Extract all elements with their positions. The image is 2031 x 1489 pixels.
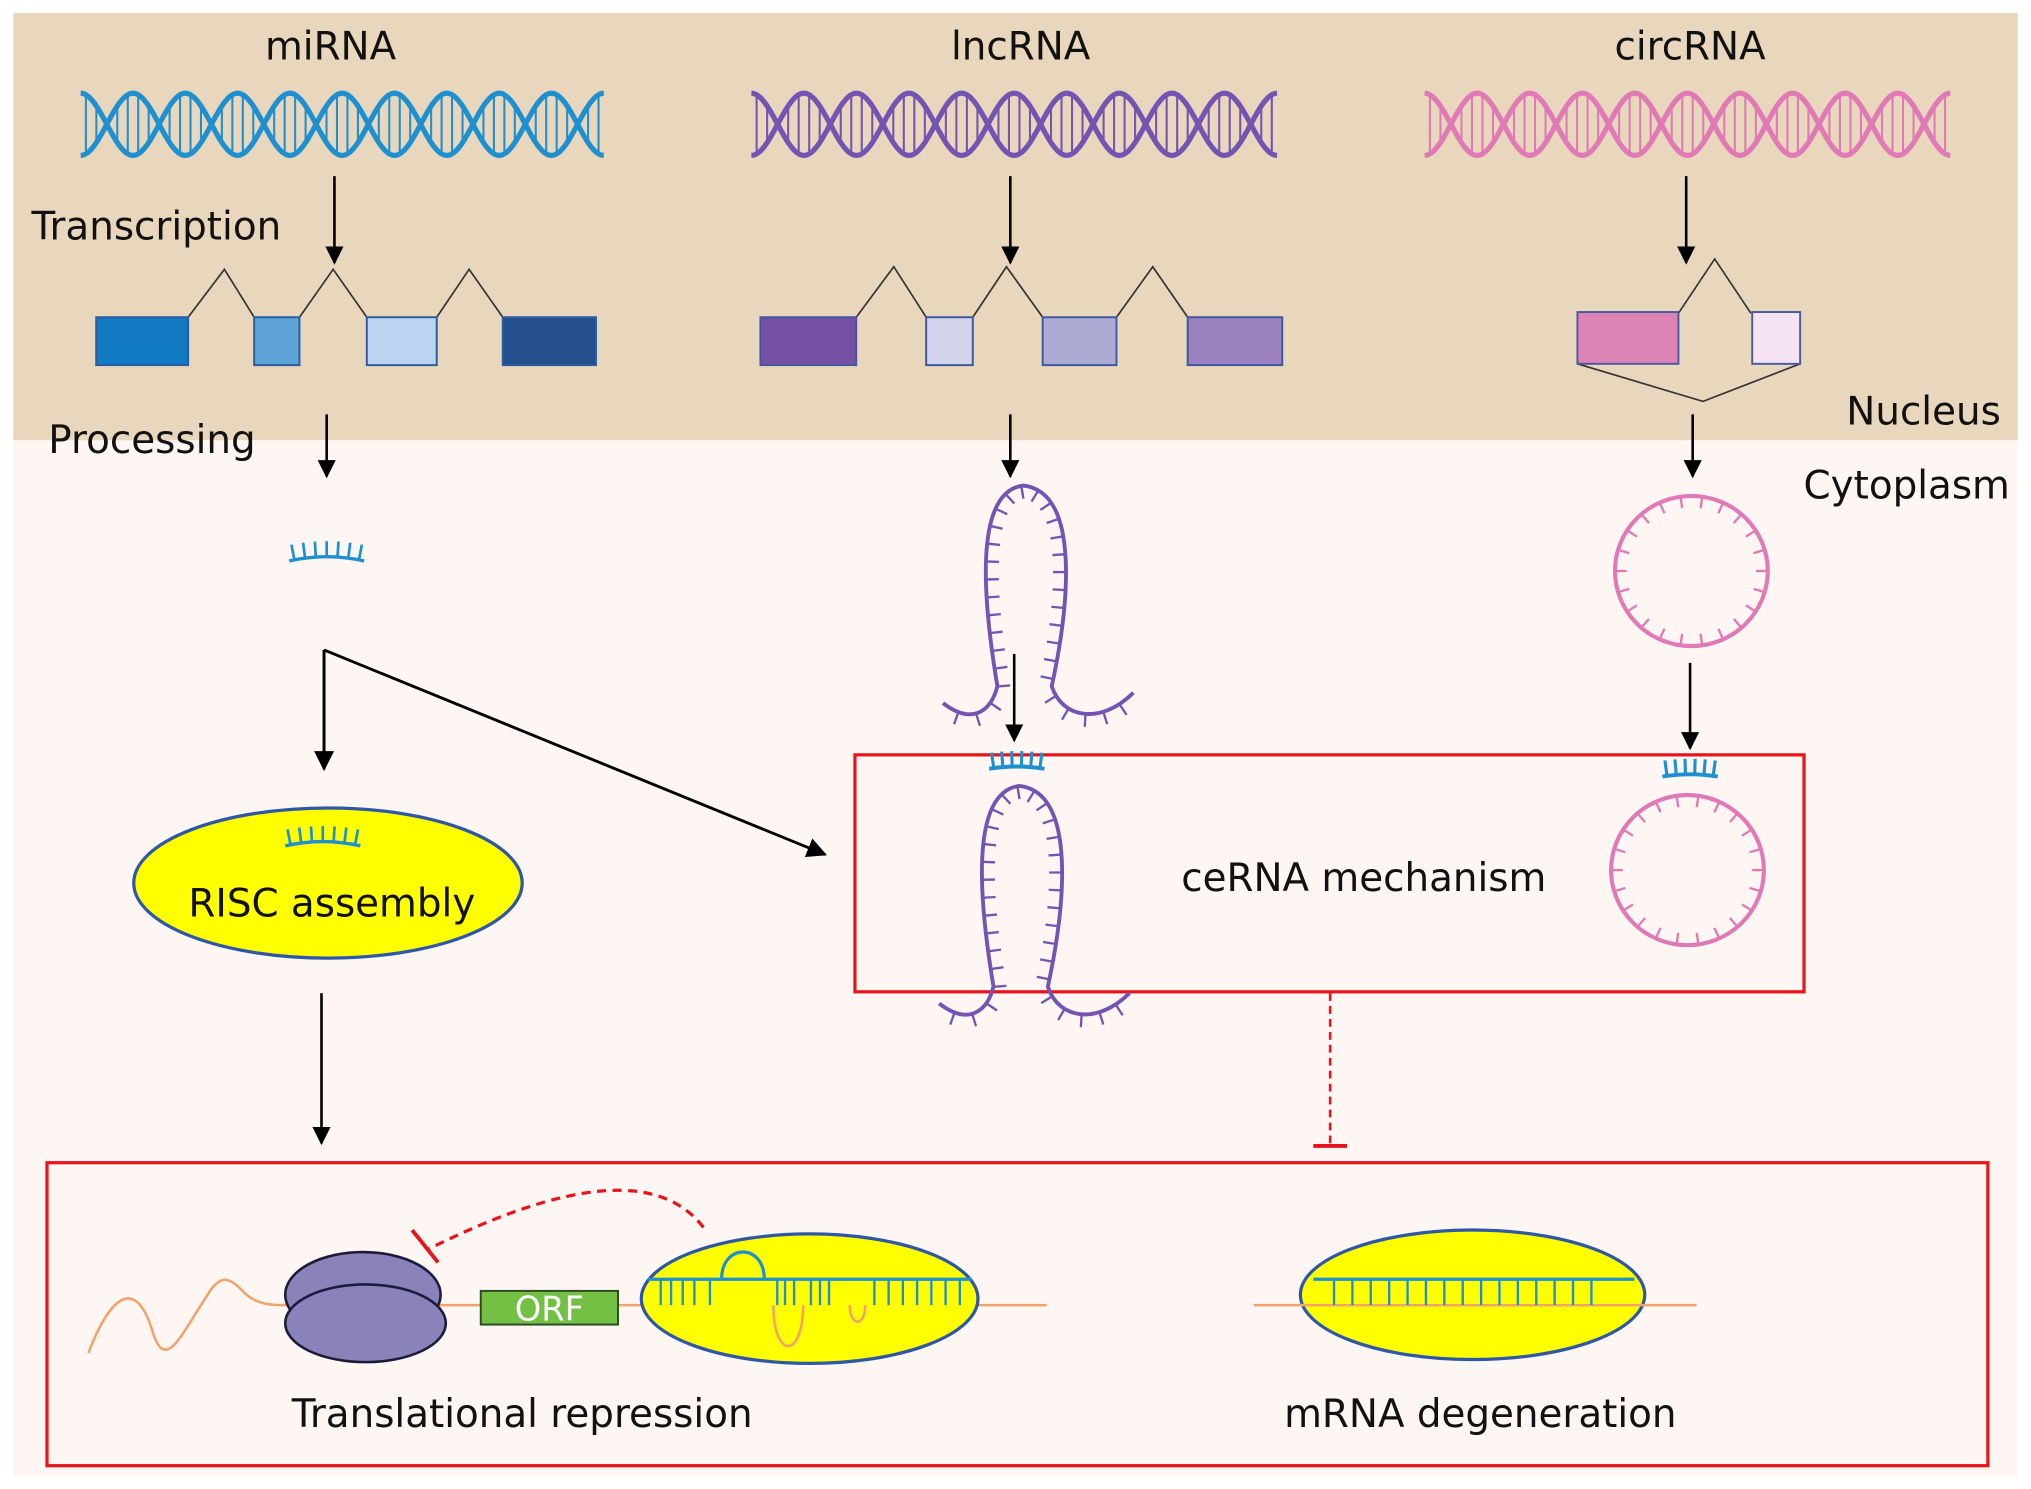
exon-4 bbox=[501, 316, 597, 367]
circrna-pre-transcript bbox=[1576, 257, 1802, 403]
nucleus-region bbox=[13, 12, 2018, 441]
exon-1 bbox=[759, 316, 858, 367]
circrna-sponge-icon bbox=[1609, 792, 1766, 948]
risc-label: RISC assembly bbox=[188, 882, 475, 927]
mrna-degeneration-illustration bbox=[1253, 1228, 1697, 1362]
repression-bar bbox=[410, 1228, 440, 1264]
circrna-title: circRNA bbox=[1614, 25, 1766, 70]
lncrna-sponge-icon bbox=[937, 783, 1131, 1028]
dna-helix-mirna-icon bbox=[80, 90, 604, 158]
exon-2 bbox=[925, 316, 974, 367]
lncrna-pre-transcript bbox=[759, 265, 1284, 367]
exon-3 bbox=[1041, 316, 1118, 367]
dna-helix-lncrna-icon bbox=[751, 90, 1278, 158]
exon-1 bbox=[95, 316, 190, 367]
sponged-mirna-icon bbox=[1662, 758, 1719, 779]
orf-label: ORF bbox=[515, 1290, 584, 1329]
circrna-circle-icon bbox=[1612, 493, 1770, 649]
risc-mirna-icon bbox=[284, 826, 361, 848]
outcomes-box bbox=[45, 1161, 1990, 1468]
full-pairing-duplex-icon bbox=[1313, 1277, 1635, 1306]
arrow-to-cerna bbox=[323, 648, 828, 858]
cytoplasm-label: Cytoplasm bbox=[1804, 463, 2010, 508]
lncrna-hairpin-icon bbox=[941, 483, 1135, 727]
mirna-title: miRNA bbox=[265, 25, 397, 70]
risc-ellipse-repression bbox=[639, 1232, 980, 1366]
mrna-degeneration-label: mRNA degeneration bbox=[1284, 1392, 1676, 1437]
exon-4 bbox=[1186, 316, 1284, 367]
dna-helix-circrna-icon bbox=[1424, 90, 1951, 158]
lncrna-title: lncRNA bbox=[951, 25, 1091, 70]
exon-2 bbox=[253, 316, 301, 367]
translational-repression-label: Translational repression bbox=[291, 1392, 753, 1437]
mature-mirna-icon bbox=[288, 541, 365, 563]
risc-complex: RISC assembly bbox=[132, 806, 524, 960]
cerna-box bbox=[853, 753, 1806, 994]
exon-3 bbox=[365, 316, 438, 367]
sponged-mirna-icon bbox=[988, 751, 1045, 771]
mirna-pre-transcript bbox=[95, 267, 597, 367]
translational-repression-illustration: ORF bbox=[87, 1188, 1047, 1366]
ribosome-small-subunit bbox=[283, 1283, 448, 1364]
cerna-label: ceRNA mechanism bbox=[1181, 856, 1546, 901]
exon-1 bbox=[1576, 311, 1680, 365]
repression-dashed-arc bbox=[426, 1188, 705, 1251]
processing-label: Processing bbox=[48, 418, 255, 463]
transcription-label: Transcription bbox=[30, 205, 281, 250]
partial-pairing-duplex-icon bbox=[647, 1250, 972, 1348]
nucleus-label: Nucleus bbox=[1846, 390, 2001, 435]
orf-box bbox=[479, 1289, 619, 1326]
risc-ellipse-degeneration bbox=[1298, 1228, 1647, 1362]
exon-2 bbox=[1751, 311, 1802, 365]
risc-ellipse bbox=[132, 806, 524, 960]
